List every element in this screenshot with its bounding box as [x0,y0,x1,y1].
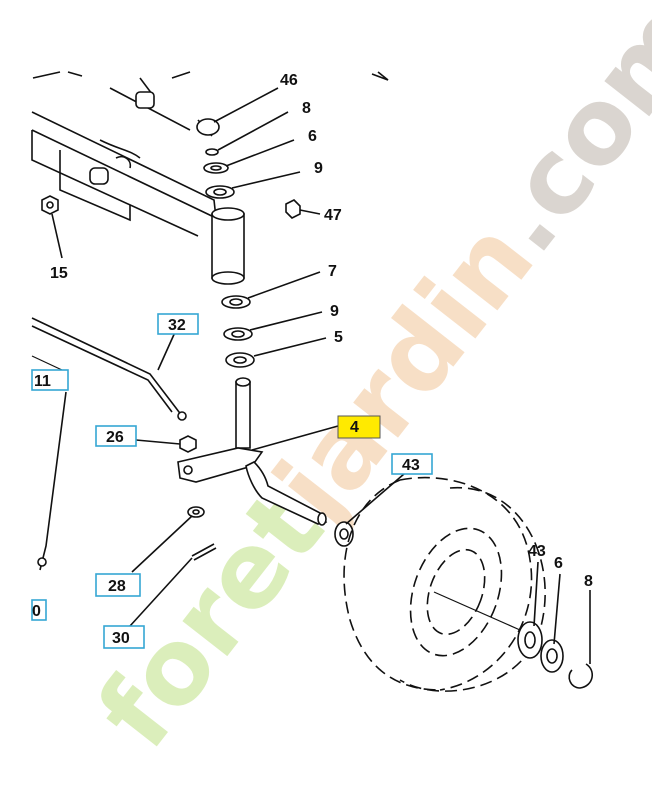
part-label-6-top: 6 [308,128,317,145]
callout-box-11 [31,369,69,391]
part-label-43-axle: 43 [402,457,420,474]
part-label-46: 46 [280,72,298,89]
watermark: foretjardin.com [74,0,652,770]
callout-box-32 [157,313,199,335]
washer-43-wheel [517,621,543,659]
callout-box-26 [95,425,137,447]
part-label-6-wheel: 6 [554,555,563,572]
part-label-9-mid: 9 [330,303,339,320]
part-label-11: 11 [34,373,51,390]
callout-box-43 [391,453,433,475]
left-edge-fragment [31,355,67,571]
svg-text:foretjardin.com: foretjardin.com [74,0,652,770]
part-label-7: 7 [328,263,337,280]
spindle-stack [177,118,328,526]
part-label-4: 4 [350,419,359,436]
part-label-30: 30 [112,630,130,647]
pin-30 [191,543,217,561]
callout-box-0 [31,599,47,621]
callout-box-28 [95,573,141,597]
callout-box-30 [103,625,145,649]
tie-rod-32 [31,317,187,421]
nut-26 [179,435,197,453]
washer-6-wheel [540,639,564,673]
washer-28 [187,506,205,518]
nut-15 [41,195,63,259]
part-label-28: 28 [108,578,126,595]
front-wheel [343,476,546,692]
callout-box-4-highlight [337,415,381,439]
part-label-15: 15 [50,265,68,282]
leader-lines [129,87,591,664]
part-label-5: 5 [334,329,343,346]
part-label-0: 0 [32,603,41,620]
bolt-47 [285,199,321,219]
clip-8-wheel [568,663,593,689]
part-label-9-top: 9 [314,160,323,177]
part-label-26: 26 [106,429,124,446]
chassis-frame [31,71,389,237]
watermark-part-jardin: jardin [249,199,558,546]
part-label-8-wheel: 8 [584,573,593,590]
part-label-8-top: 8 [302,100,311,117]
part-label-43-wheel: 43 [528,543,546,560]
part-label-47: 47 [324,207,342,224]
part-label-32: 32 [168,317,186,334]
